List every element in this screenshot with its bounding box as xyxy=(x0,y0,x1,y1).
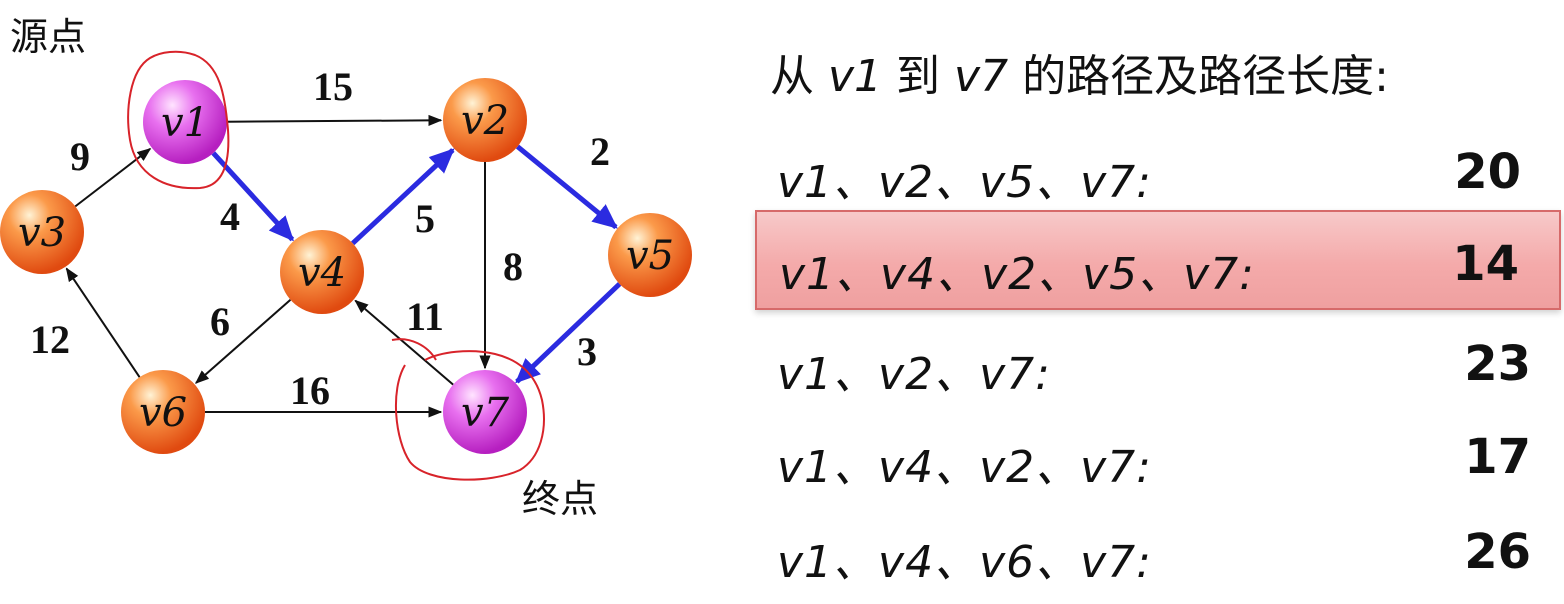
node-v2: v2 xyxy=(443,78,527,162)
edge-v2-v5 xyxy=(515,144,618,230)
path-length: 20 xyxy=(1454,144,1521,200)
source-circle-annotation xyxy=(127,50,230,190)
nodes-layer: v1 v2 v3 v4 v5 v6 v7 xyxy=(0,78,692,454)
edge-weight-v6-v3: 12 xyxy=(30,317,70,362)
node-label: v7 xyxy=(461,390,510,436)
edge-v7-v4 xyxy=(354,299,454,386)
edge-v5-v7 xyxy=(515,282,622,384)
edge-v1-v4 xyxy=(211,151,295,242)
edge-v3-v1 xyxy=(74,147,152,208)
node-circle xyxy=(0,190,84,274)
node-v6: v6 xyxy=(121,370,205,454)
node-circle xyxy=(121,370,205,454)
node-circle xyxy=(608,213,692,297)
node-v7: v7 xyxy=(443,370,527,454)
sink-circle-annotation xyxy=(391,338,545,481)
edge-v4-v2 xyxy=(351,148,455,246)
node-v5: v5 xyxy=(608,213,692,297)
path-length: 14 xyxy=(1452,236,1519,292)
edge-v6-v3 xyxy=(65,267,141,378)
path-length: 17 xyxy=(1464,429,1531,485)
node-v1: v1 xyxy=(143,80,227,164)
directed-graph: 15 4 9 5 2 8 3 6 12 16 11 v1 v2 v3 v4 v5 v6 v7 源点 终点 xyxy=(0,15,692,521)
node-v4: v4 xyxy=(280,230,364,314)
path-text: v1、v4、v2、v7: xyxy=(777,442,1152,493)
edge-weight-v3-v1: 9 xyxy=(70,134,90,179)
edge-weight-v6-v7: 16 xyxy=(290,368,330,413)
path-row: v1、v2、v7: 23 xyxy=(755,312,1561,412)
heading-mid: 到 xyxy=(896,51,941,102)
edge-v4-v6 xyxy=(194,299,292,384)
edge-weight-v1-v2: 15 xyxy=(313,64,353,109)
annotations: 源点 终点 xyxy=(10,15,598,521)
node-label: v1 xyxy=(161,100,209,146)
path-row: v1、v2、v5、v7: 20 xyxy=(755,120,1561,220)
path-row: v1、v4、v2、v7: 17 xyxy=(755,405,1561,505)
node-circle xyxy=(143,80,227,164)
edges-layer: 15 4 9 5 2 8 3 6 12 16 11 xyxy=(30,64,622,418)
path-text: v1、v4、v6、v7: xyxy=(777,537,1152,588)
path-text: v1、v2、v5、v7: xyxy=(777,157,1152,208)
node-label: v2 xyxy=(461,98,509,144)
node-v3: v3 xyxy=(0,190,84,274)
heading: 从 v1 到 v7 的路径及路径长度: xyxy=(770,40,1550,104)
node-label: v6 xyxy=(139,390,187,436)
heading-to: v7 xyxy=(954,51,1009,102)
sink-label: 终点 xyxy=(522,477,598,521)
edge-v1-v2 xyxy=(226,114,443,126)
source-label: 源点 xyxy=(10,15,86,59)
path-text: v1、v2、v7: xyxy=(777,349,1051,400)
heading-from: v1 xyxy=(828,51,883,102)
node-label: v4 xyxy=(298,250,346,296)
node-label: v3 xyxy=(18,210,66,256)
heading-suffix: 的路径及路径长度: xyxy=(1022,51,1389,102)
path-row: v1、v4、v6、v7: 26 xyxy=(755,500,1561,600)
node-circle xyxy=(443,78,527,162)
edge-weight-v5-v7: 3 xyxy=(577,329,597,374)
node-circle xyxy=(443,370,527,454)
edge-weight-v4-v2: 5 xyxy=(415,196,435,241)
heading-prefix: 从 xyxy=(770,51,814,102)
edge-weight-v2-v7: 8 xyxy=(503,244,523,289)
edge-weight-v4-v6: 6 xyxy=(210,299,230,344)
node-label: v5 xyxy=(626,233,674,279)
path-text: v1、v4、v2、v5、v7: xyxy=(779,249,1255,300)
edge-weight-v1-v4: 4 xyxy=(220,194,240,239)
edge-weight-v7-v4: 11 xyxy=(406,294,444,339)
edge-weight-v2-v5: 2 xyxy=(590,129,610,174)
path-length: 23 xyxy=(1464,336,1531,392)
path-row-highlighted: v1、v4、v2、v5、v7: 14 xyxy=(755,210,1561,310)
path-length: 26 xyxy=(1464,524,1531,580)
node-circle xyxy=(280,230,364,314)
